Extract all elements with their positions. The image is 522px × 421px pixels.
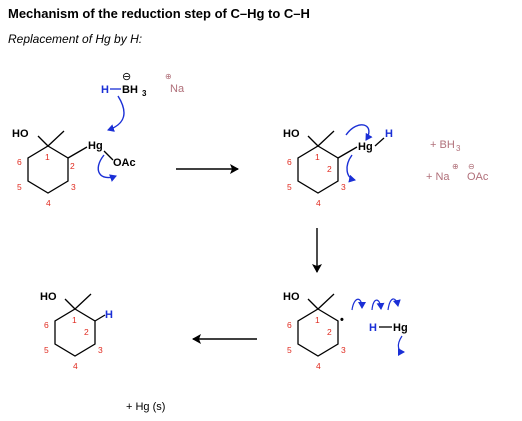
c1-oh-bond-4 bbox=[64, 298, 76, 310]
hg-h-bond bbox=[374, 137, 385, 147]
c2-hg-bond bbox=[67, 146, 88, 159]
fishhook-arrow-1 bbox=[351, 298, 366, 311]
c1-methyl-bond bbox=[47, 130, 65, 147]
ring-number-6c: 6 bbox=[287, 320, 292, 330]
byproduct-bh3: + BH bbox=[430, 139, 455, 151]
ring-number-5d: 5 bbox=[44, 345, 49, 355]
ring-number-2c: 2 bbox=[327, 327, 332, 337]
ring-number-6b: 6 bbox=[287, 157, 292, 167]
acetate-label: OAc bbox=[113, 157, 136, 169]
radical-dot: • bbox=[340, 314, 344, 326]
carbon-radical-intermediate: HO • H Hg 1 2 3 4 5 6 bbox=[283, 291, 408, 371]
na-positive-charge: ⊕ bbox=[165, 72, 172, 81]
byproduct-bh3-subscript: 3 bbox=[456, 144, 461, 153]
ring-number-2: 2 bbox=[70, 161, 75, 171]
ring-number-6: 6 bbox=[17, 157, 22, 167]
ring-number-4c: 4 bbox=[316, 361, 321, 371]
hydride-h-label-2: H bbox=[385, 128, 393, 140]
c1-methyl-bond-4 bbox=[74, 293, 92, 310]
byproduct-sodium: + Na bbox=[426, 171, 450, 183]
sodium-label: Na bbox=[170, 83, 185, 95]
hydride-h-label: H bbox=[101, 84, 109, 96]
hg-h-hydrogen-label: H bbox=[369, 322, 377, 334]
sodium-plus-charge: ⊕ bbox=[452, 162, 459, 171]
organomercury-hydride: HO Hg H 1 2 3 4 5 6 bbox=[283, 124, 393, 208]
c1-methyl-bond-3 bbox=[317, 293, 335, 310]
ring-number-5c: 5 bbox=[287, 345, 292, 355]
byproducts-top: + BH 3 + Na ⊕ ⊖ OAc bbox=[426, 139, 489, 183]
ring-number-3d: 3 bbox=[98, 345, 103, 355]
ring-number-4: 4 bbox=[46, 198, 51, 208]
mercury-label-2: Hg bbox=[358, 141, 373, 153]
ring-number-6d: 6 bbox=[44, 320, 49, 330]
fishhook-arrow-2 bbox=[371, 299, 385, 311]
hydroxyl-label-2: HO bbox=[283, 128, 300, 140]
new-h-label: H bbox=[105, 309, 113, 321]
c1-oh-bond-3 bbox=[307, 298, 319, 310]
page-title: Mechanism of the reduction step of C–Hg … bbox=[8, 6, 310, 21]
hydroxyl-label-3: HO bbox=[283, 291, 300, 303]
byproduct-acetate: OAc bbox=[467, 171, 489, 183]
ring-number-5: 5 bbox=[17, 182, 22, 192]
product-molecule: HO H 1 2 3 4 5 6 bbox=[40, 291, 113, 371]
subtitle: Replacement of Hg by H: bbox=[8, 32, 142, 46]
c1-methyl-bond-2 bbox=[317, 130, 335, 147]
ring-number-1d: 1 bbox=[72, 315, 77, 325]
c2-h-bond bbox=[94, 314, 106, 322]
hg-c-cleavage-arrow-top bbox=[345, 124, 373, 141]
negative-charge: ⊖ bbox=[122, 71, 131, 83]
ring-number-1: 1 bbox=[45, 152, 50, 162]
hg-oac-cleavage-arrow bbox=[97, 154, 117, 182]
acetate-minus-charge: ⊖ bbox=[468, 162, 475, 171]
boron-label: BH bbox=[122, 84, 138, 96]
ring-number-2d: 2 bbox=[84, 327, 89, 337]
mercury-solid-byproduct: + Hg (s) bbox=[126, 401, 165, 413]
hg-c-cleavage-arrow-bottom bbox=[346, 154, 356, 183]
hydroxyl-label: HO bbox=[12, 128, 29, 140]
ring-number-1b: 1 bbox=[315, 152, 320, 162]
hydride-attack-arrow bbox=[107, 95, 125, 132]
ring-number-4b: 4 bbox=[316, 198, 321, 208]
ring-number-3: 3 bbox=[71, 182, 76, 192]
ring-number-1c: 1 bbox=[315, 315, 320, 325]
c2-hg-bond-2 bbox=[337, 146, 358, 159]
c1-oh-bond-2 bbox=[307, 135, 319, 147]
ring-number-2b: 2 bbox=[327, 164, 332, 174]
c1-oh-bond bbox=[37, 135, 49, 147]
ring-number-3c: 3 bbox=[341, 345, 346, 355]
ring-number-4d: 4 bbox=[73, 361, 78, 371]
reactant-molecule: H BH 3 ⊖ ⊕ Na HO Hg OAc 1 2 3 4 5 6 bbox=[12, 71, 185, 208]
cyclohexane-ring-3 bbox=[297, 308, 339, 357]
fishhook-arrow-3 bbox=[387, 298, 401, 311]
bh3-subscript: 3 bbox=[142, 89, 147, 98]
ring-number-3b: 3 bbox=[341, 182, 346, 192]
mercury-label-3: Hg bbox=[393, 322, 408, 334]
hg-oac-bond bbox=[103, 150, 114, 161]
fishhook-arrow-4 bbox=[397, 335, 405, 356]
ring-number-5b: 5 bbox=[287, 182, 292, 192]
mercury-label: Hg bbox=[88, 140, 103, 152]
hydroxyl-label-4: HO bbox=[40, 291, 57, 303]
